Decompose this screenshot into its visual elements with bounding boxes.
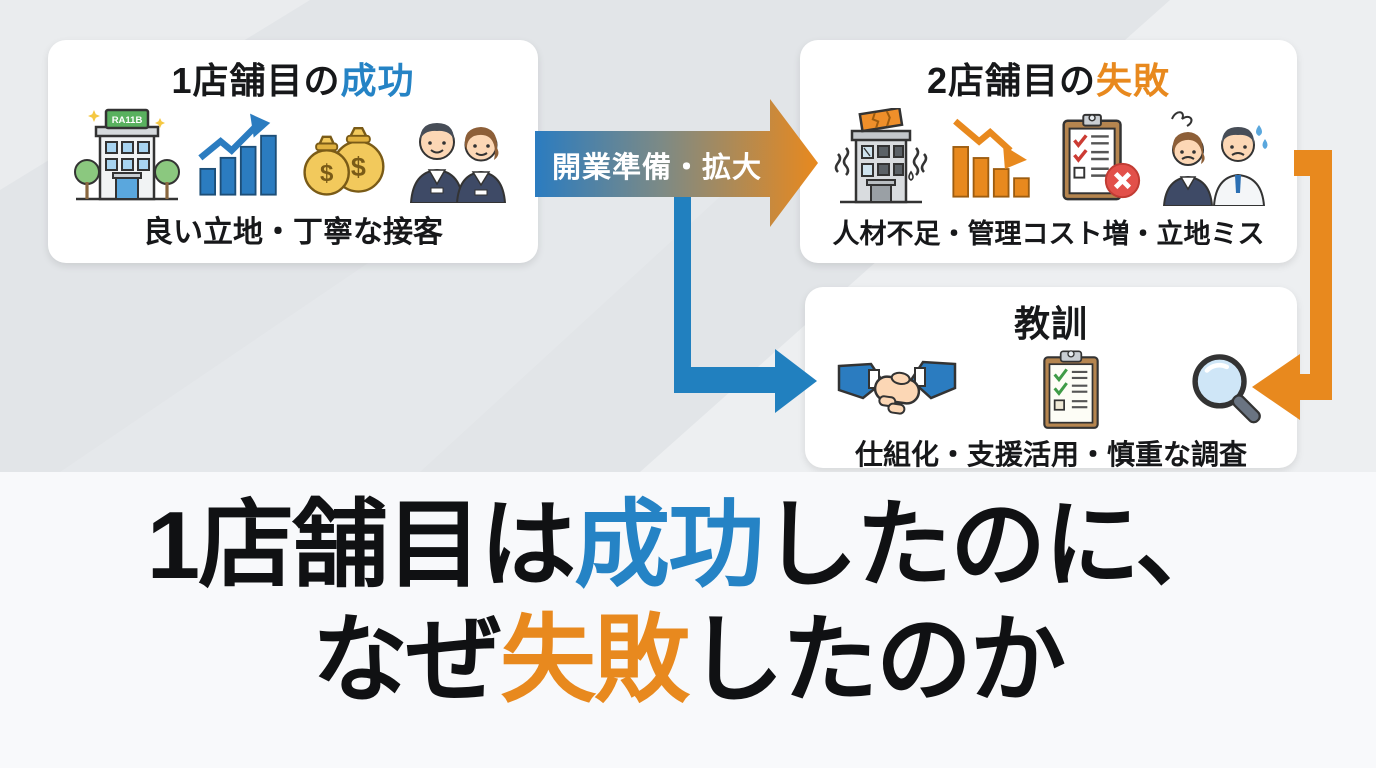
headline-line1-post: したのに、 bbox=[762, 492, 1231, 599]
handshake-icon bbox=[837, 360, 957, 415]
failure-title-accent: 失敗 bbox=[1096, 60, 1171, 101]
rundown-building-icon bbox=[834, 108, 928, 204]
success-icon-row: RA11B bbox=[48, 104, 538, 207]
svg-text:$: $ bbox=[350, 152, 365, 182]
success-title-accent: 成功 bbox=[340, 60, 415, 101]
headline-section: 1店舗目は成功したのに、 なぜ失敗したのか bbox=[0, 472, 1376, 768]
headline-line2-post: したのか bbox=[688, 607, 1066, 715]
diagram-stage: 1店舗目の成功 RA11B bbox=[48, 0, 1376, 472]
storefront-sign-text: RA11B bbox=[111, 115, 142, 126]
money-bags-icon: $ $ bbox=[302, 126, 385, 196]
lesson-icon-row bbox=[805, 347, 1297, 433]
headline-line2-accent: 失敗 bbox=[500, 607, 690, 715]
checklist-icon bbox=[1043, 350, 1099, 429]
rising-chart-icon bbox=[197, 113, 277, 196]
headline-line1: 1店舗目は成功したのに、 bbox=[0, 488, 1376, 603]
smiling-staff-icon bbox=[409, 123, 506, 203]
failure-icon-row bbox=[800, 104, 1297, 212]
headline-line1-accent: 成功 bbox=[574, 492, 764, 599]
success-title-text: 1店舗目の bbox=[171, 60, 341, 101]
magnifier-icon bbox=[1192, 354, 1261, 424]
lesson-card-title: 教訓 bbox=[1013, 303, 1088, 344]
lesson-card: 教訓 bbox=[805, 287, 1297, 470]
headline-line1-pre: 1店舗目は bbox=[146, 492, 576, 599]
lesson-card-caption: 仕組化・支援活用・慎重な調査 bbox=[854, 439, 1247, 470]
headline-line2-pre: なぜ bbox=[312, 607, 502, 715]
failure-card-caption: 人材不足・管理コスト増・立地ミス bbox=[832, 219, 1265, 249]
failure-card-title: 2店舗目の失敗 bbox=[927, 52, 1170, 104]
success-card-title: 1店舗目の成功 bbox=[171, 52, 414, 104]
worried-staff-icon bbox=[1162, 110, 1268, 206]
expansion-arrow-label: 開業準備・拡大 bbox=[551, 152, 762, 184]
headline-line2: なぜ失敗したのか bbox=[0, 603, 1376, 718]
falling-chart-icon bbox=[952, 118, 1030, 198]
success-card-caption: 良い立地・丁寧な接客 bbox=[143, 216, 443, 249]
sparkle-storefront-icon: RA11B bbox=[73, 108, 180, 200]
failure-card: 2店舗目の失敗 bbox=[800, 40, 1297, 263]
failed-checklist-icon bbox=[1062, 113, 1141, 201]
success-card: 1店舗目の成功 RA11B bbox=[48, 40, 538, 263]
headline: 1店舗目は成功したのに、 なぜ失敗したのか bbox=[0, 488, 1376, 718]
svg-text:$: $ bbox=[320, 159, 334, 186]
failure-title-text: 2店舗目の bbox=[926, 60, 1096, 101]
